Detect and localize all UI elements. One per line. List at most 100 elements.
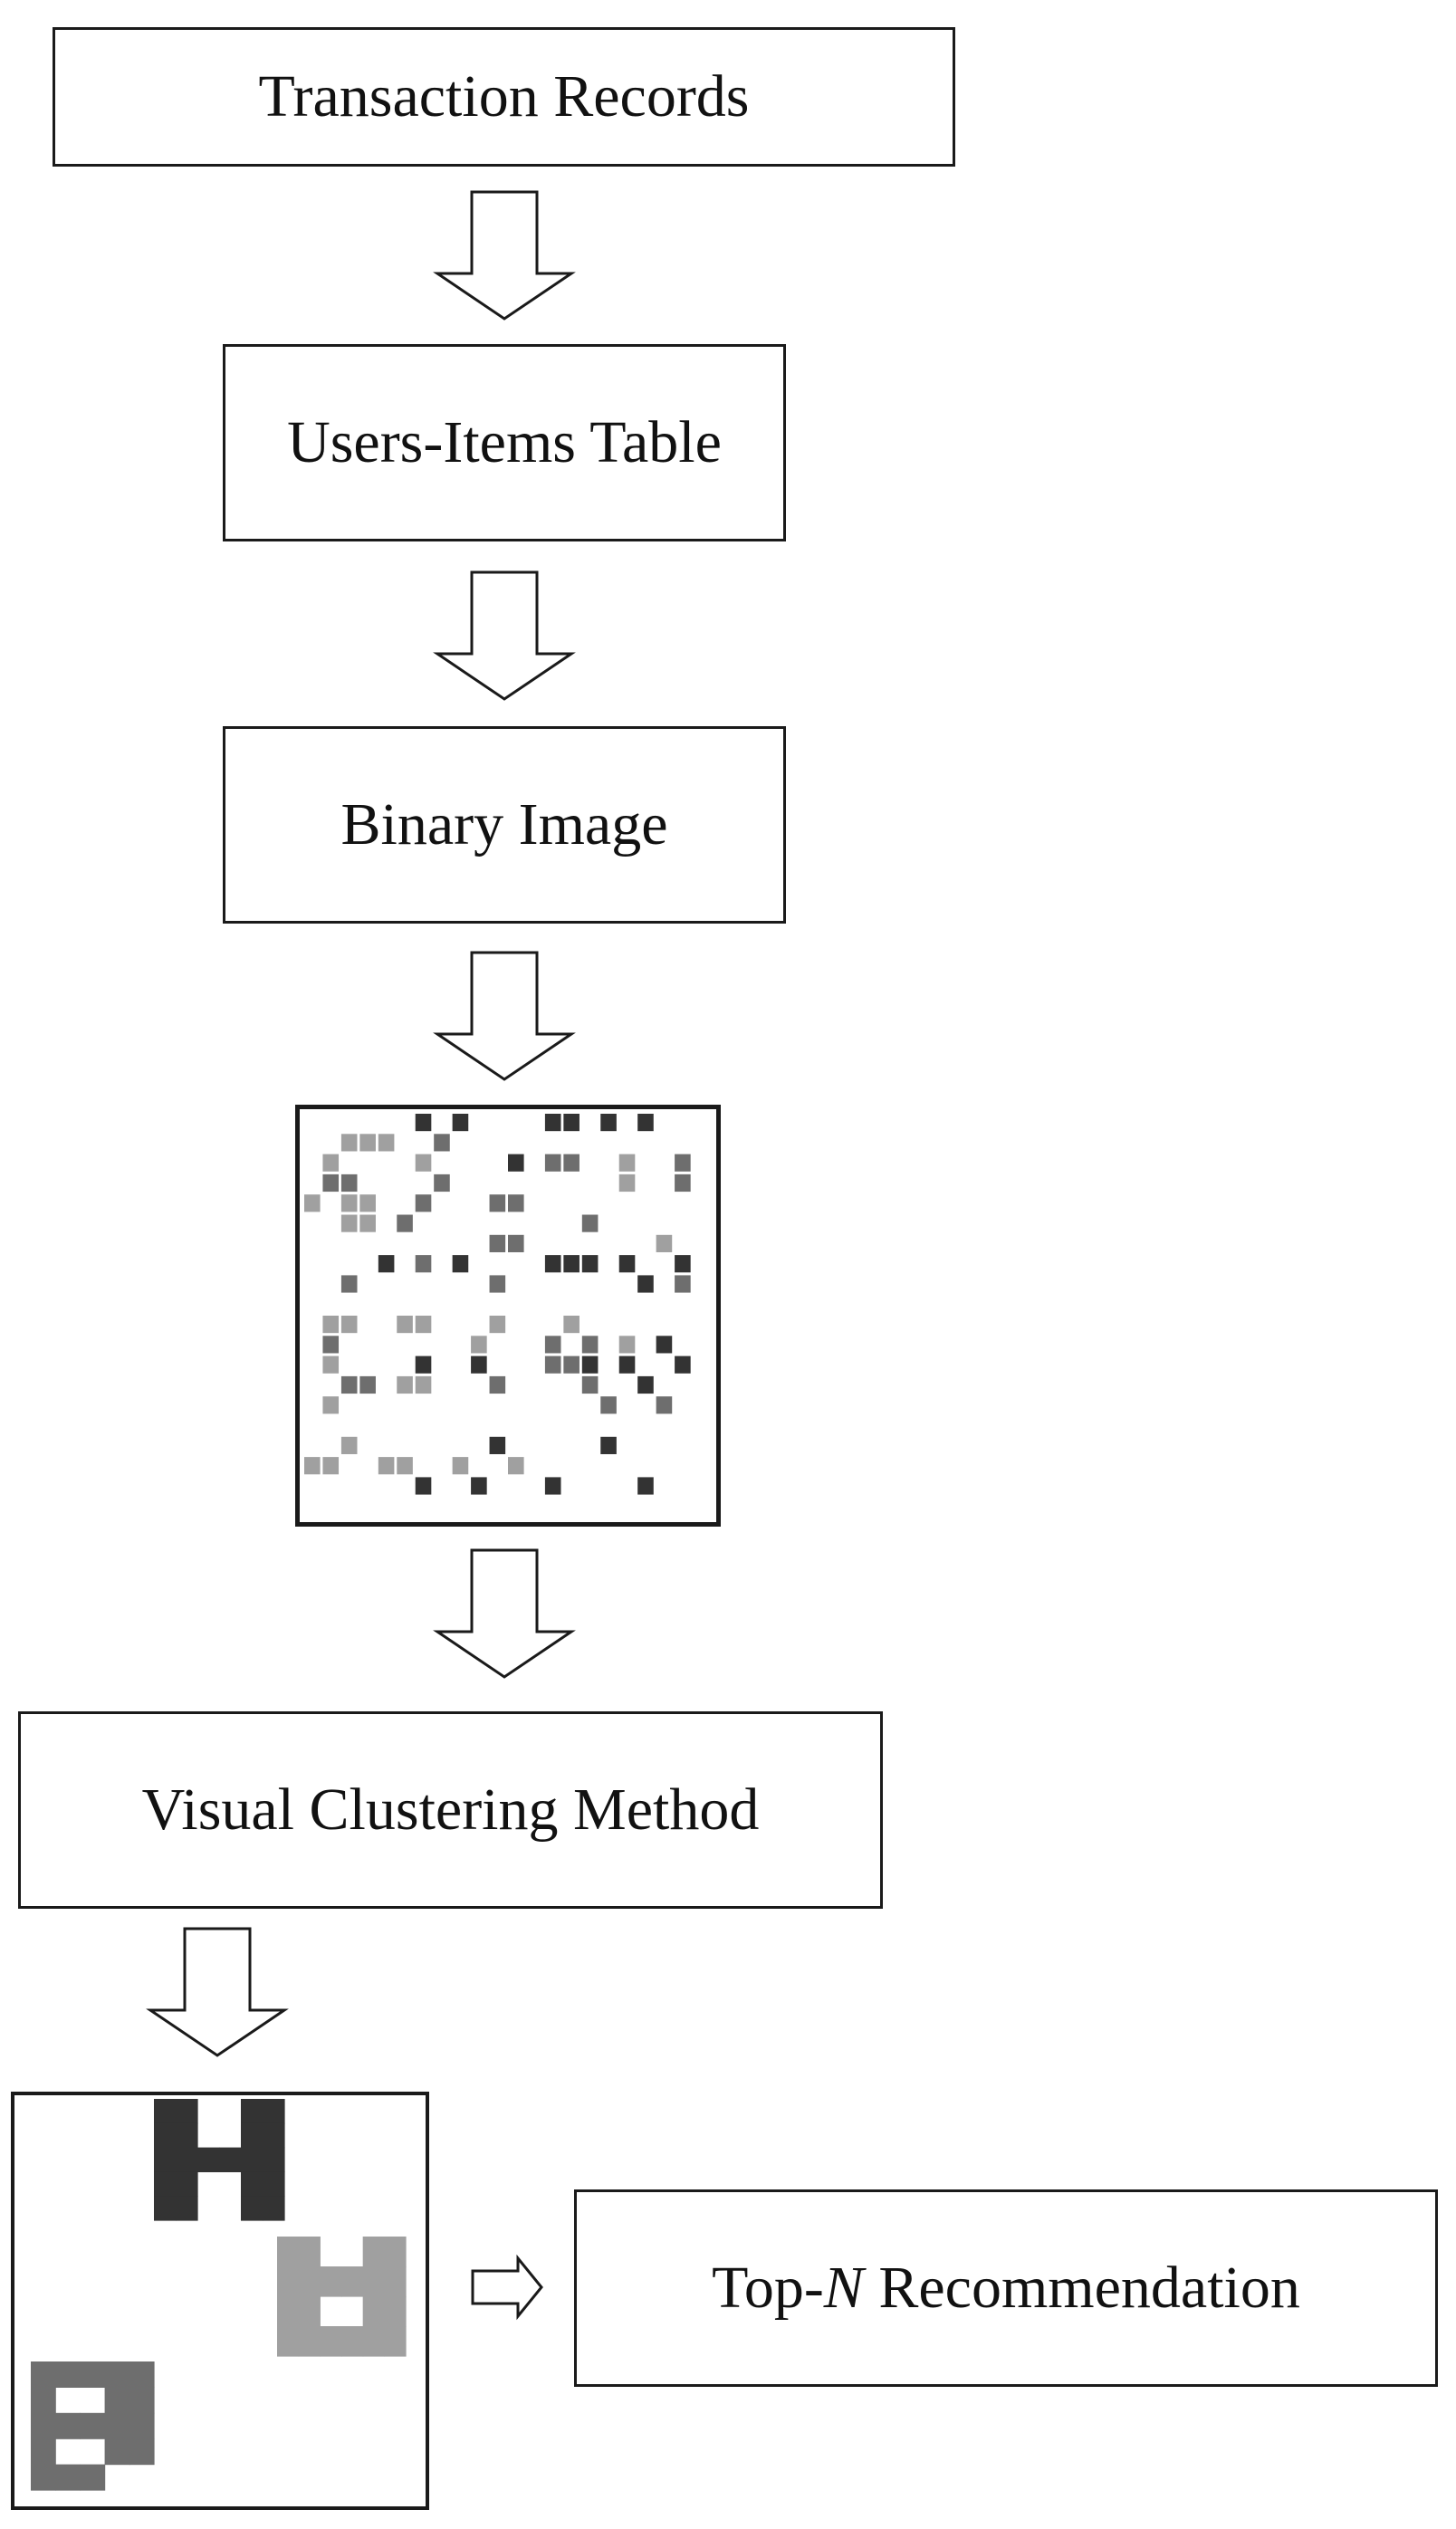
flow-arrow-2 <box>433 570 576 701</box>
top-n-prefix: Top- <box>712 2255 824 2321</box>
binary-image-cell <box>359 1134 376 1152</box>
binary-image-cell <box>618 1154 636 1172</box>
binary-image-cell <box>508 1154 524 1172</box>
cluster-dark-cell <box>241 2196 263 2221</box>
cluster-medium-cell <box>129 2412 155 2439</box>
binary-image-cell <box>581 1336 599 1354</box>
binary-image-cell <box>434 1134 450 1152</box>
transaction-records-label: Transaction Records <box>258 63 750 129</box>
users-items-table-label: Users-Items Table <box>287 409 722 475</box>
binary-image-cell <box>397 1316 413 1334</box>
flow-arrow-1 <box>433 190 576 321</box>
binary-image-cell <box>397 1375 413 1394</box>
binary-image-cell <box>340 1134 358 1152</box>
cluster-light-cell <box>277 2296 300 2327</box>
visual-clustering-method-label: Visual Clustering Method <box>141 1777 760 1843</box>
cluster-dark-cell <box>154 2122 177 2149</box>
binary-image-cell <box>675 1173 691 1193</box>
top-n-suffix: Recommendation <box>863 2255 1300 2321</box>
cluster-dark-cell <box>176 2171 198 2197</box>
binary-image-cell <box>415 1375 432 1394</box>
cluster-light-cell <box>320 2266 342 2297</box>
cluster-medium-cell <box>31 2412 56 2439</box>
binary-image-cell <box>340 1194 358 1212</box>
binary-image-cell <box>415 1255 432 1273</box>
binary-image-cell <box>340 1214 358 1232</box>
cluster-dark-cell <box>197 2147 220 2172</box>
binary-image-cell <box>600 1436 617 1454</box>
binary-image-cell <box>508 1194 524 1212</box>
cluster-medium-cell <box>31 2464 56 2491</box>
binary-image-cell <box>600 1114 617 1132</box>
cluster-dark-cell <box>263 2196 285 2221</box>
binary-image-cell <box>322 1457 340 1475</box>
transaction-records-box: Transaction Records <box>53 27 955 167</box>
cluster-medium-cell <box>129 2438 155 2466</box>
binary-image-cell <box>489 1316 506 1334</box>
binary-image-cell <box>656 1234 673 1252</box>
binary-image-cell <box>544 1356 561 1374</box>
binary-image-cell <box>489 1234 506 1252</box>
binary-image-cell <box>304 1194 321 1212</box>
cluster-dark-cell <box>154 2147 177 2172</box>
binary-image-cell <box>489 1375 506 1394</box>
binary-image-cell <box>378 1255 395 1273</box>
cluster-light-cell <box>298 2296 321 2327</box>
cluster-medium-cell <box>55 2412 81 2439</box>
binary-image-cell <box>508 1457 524 1475</box>
binary-image-cell <box>544 1255 561 1273</box>
cluster-medium-cell <box>55 2361 81 2388</box>
cluster-dark-cell <box>154 2171 177 2197</box>
cluster-dark-cell <box>241 2147 263 2172</box>
cluster-medium-cell <box>31 2361 56 2388</box>
binary-image-cell <box>397 1214 413 1232</box>
cluster-medium-cell <box>129 2387 155 2414</box>
binary-image-cell <box>359 1375 376 1394</box>
binary-image-box: Binary Image <box>223 726 786 924</box>
cluster-dark-cell <box>241 2099 263 2124</box>
binary-image-cell <box>471 1477 487 1495</box>
cluster-light-cell <box>384 2266 407 2297</box>
flow-arrow-4 <box>433 1548 576 1679</box>
cluster-medium-cell <box>80 2361 106 2388</box>
cluster-medium-cell <box>104 2438 130 2466</box>
binary-image-cell <box>618 1255 636 1273</box>
cluster-medium-cell <box>129 2361 155 2388</box>
binary-image-cell <box>563 1154 580 1172</box>
cluster-light-cell <box>277 2237 300 2267</box>
binary-image-cell <box>415 1477 432 1495</box>
binary-image-cell <box>322 1336 340 1354</box>
binary-image-cell <box>322 1396 340 1414</box>
cluster-dark-cell <box>263 2122 285 2149</box>
binary-image-cell <box>563 1316 580 1334</box>
cluster-light-cell <box>362 2237 385 2267</box>
binary-image-cell <box>544 1154 561 1172</box>
binary-image-matrix <box>295 1105 721 1527</box>
cluster-dark-cell <box>263 2099 285 2124</box>
cluster-dark-cell <box>176 2099 198 2124</box>
cluster-medium-cell <box>104 2361 130 2388</box>
binary-image-cell <box>452 1457 469 1475</box>
binary-image-cell <box>322 1154 340 1172</box>
binary-image-cell <box>415 1194 432 1212</box>
cluster-light-cell <box>384 2326 407 2357</box>
binary-image-cell <box>378 1134 395 1152</box>
binary-image-cell <box>618 1356 636 1374</box>
cluster-medium-cell <box>104 2412 130 2439</box>
cluster-dark-cell <box>263 2171 285 2197</box>
binary-image-cell <box>563 1356 580 1374</box>
binary-image-cell <box>378 1457 395 1475</box>
users-items-table-box: Users-Items Table <box>223 344 786 541</box>
cluster-light-cell <box>362 2266 385 2297</box>
cluster-dark-cell <box>176 2122 198 2149</box>
binary-image-cell <box>656 1396 673 1414</box>
binary-image-cell <box>471 1356 487 1374</box>
binary-image-cell <box>489 1436 506 1454</box>
flow-arrow-6 <box>471 2254 543 2321</box>
binary-image-cell <box>340 1436 358 1454</box>
top-n-italic-n: N <box>823 2255 864 2321</box>
binary-image-cell <box>397 1457 413 1475</box>
binary-image-cell <box>340 1173 358 1193</box>
binary-image-cell <box>675 1356 691 1374</box>
binary-image-cell <box>340 1316 358 1334</box>
